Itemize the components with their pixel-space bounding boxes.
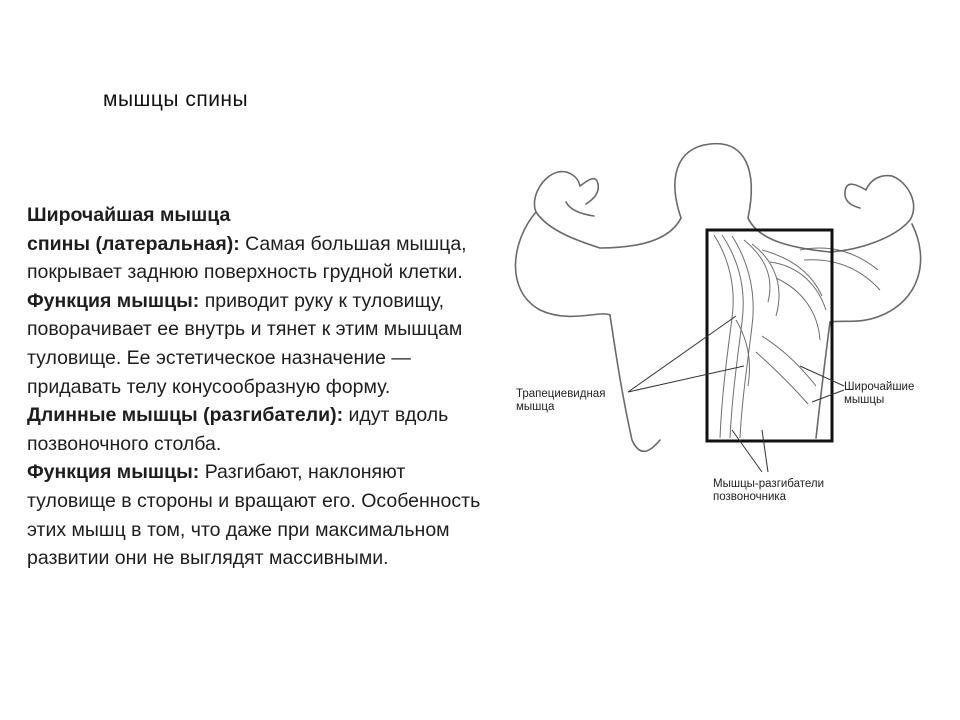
trapezius-label-line2: мышца	[516, 401, 555, 413]
left-arm-lower-outline	[514, 211, 611, 318]
latissimus-function: приводит руку к туловищу, поворачивает е…	[27, 289, 463, 398]
right-arm-lower-outline	[829, 223, 922, 323]
trapezius-shading-1	[743, 239, 771, 303]
latissimus-heading-line2: спины (латеральная):	[27, 232, 240, 255]
left-upper-arm-outline	[533, 170, 601, 249]
shoulder-shading-1	[799, 247, 879, 271]
left-shoulder-outline	[599, 217, 682, 249]
latissimus-shading-1	[761, 249, 823, 297]
latissimus-shading-4	[761, 335, 817, 387]
right-fist-outline	[844, 183, 867, 209]
erectors-paragraph: Длинные мышцы (разгибатели): идут вдоль …	[27, 401, 497, 458]
erector-shading-1	[713, 234, 734, 439]
back-muscles-illustration: Трапециевидная мышца Широчайшие мышцы Мы…	[500, 140, 960, 540]
function-label-2: Функция мышцы:	[27, 461, 200, 484]
latissimus-shading-3	[775, 277, 821, 341]
erectors-function-paragraph: Функция мышцы: Разгибают, наклоняют туло…	[27, 458, 497, 572]
slide-title: мышцы спины	[103, 88, 249, 111]
right-shoulder-outline	[747, 217, 831, 253]
trapezius-label-line1: Трапециевидная	[516, 388, 606, 400]
latissimus-paragraph: Широчайшая мышца спины (латеральная): Са…	[27, 201, 497, 287]
erector-shading-2	[721, 234, 744, 439]
latissimus-label-line2: мышцы	[844, 394, 885, 406]
left-torso-outline	[609, 314, 661, 453]
trapezius-leader-2	[627, 365, 745, 393]
erectors-label-line2: позвоночника	[713, 491, 787, 503]
right-upper-arm-outline	[829, 174, 915, 253]
latissimus-shading-2	[769, 261, 827, 311]
left-forearm-outline	[565, 201, 595, 217]
latissimus-shading-5	[755, 351, 809, 405]
shoulder-shading-2	[803, 259, 881, 291]
trapezius-leader-1	[627, 315, 737, 393]
body-outline	[514, 142, 922, 453]
erectors-heading: Длинные мышцы (разгибатели):	[27, 404, 344, 427]
latissimus-heading-line1: Широчайшая мышца	[27, 204, 231, 226]
erector-shading-4	[735, 319, 750, 387]
leader-lines	[627, 315, 845, 473]
muscle-shading	[713, 234, 881, 439]
erectors-leader-2	[761, 429, 769, 473]
back-muscles-drawing	[514, 142, 922, 473]
erectors-function: Разгибают, наклоняют туловище в стороны …	[27, 461, 481, 570]
erectors-leader-1	[731, 429, 763, 473]
latissimus-leader-1	[799, 365, 845, 387]
latissimus-function-paragraph: Функция мышцы: приводит руку к туловищу,…	[27, 287, 497, 401]
latissimus-label-line1: Широчайшие	[844, 381, 915, 393]
latissimus-label: Широчайшие мышцы	[844, 381, 914, 407]
erectors-label: Мышцы-разгибатели позвоночника	[713, 478, 824, 504]
latissimus-leader-2	[811, 389, 845, 403]
function-label: Функция мышцы:	[27, 289, 200, 312]
latissimus-description: Самая большая мышца, покрывает заднюю по…	[27, 232, 467, 284]
left-fist-outline	[579, 177, 600, 205]
highlight-frame	[705, 228, 834, 443]
head-outline	[674, 142, 752, 219]
body-text: Широчайшая мышца спины (латеральная): Са…	[27, 201, 497, 573]
trapezius-shading-2	[751, 243, 780, 317]
right-torso-outline	[815, 321, 831, 439]
erectors-label-line1: Мышцы-разгибатели	[713, 478, 825, 490]
trapezius-label: Трапециевидная мышца	[516, 388, 605, 414]
erector-shading-3	[731, 235, 754, 439]
erectors-description: идут вдоль позвоночного столба.	[27, 404, 449, 455]
